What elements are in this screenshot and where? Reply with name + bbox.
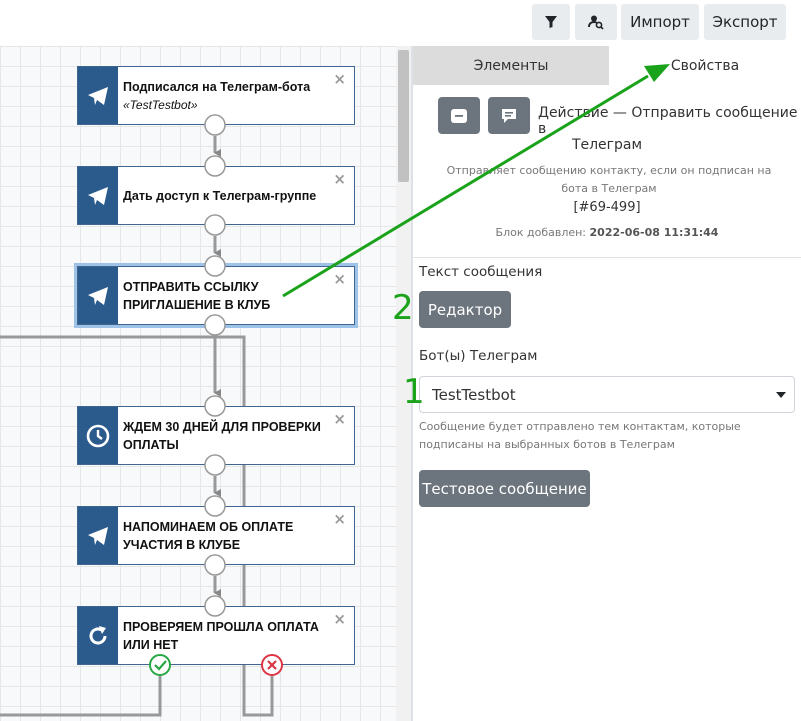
fail-port-icon[interactable] <box>261 654 283 676</box>
input-port[interactable] <box>204 495 226 517</box>
block-added: Блок добавлен: 2022-06-08 11:31:44 <box>413 226 801 239</box>
node-close-button[interactable]: × <box>333 510 346 528</box>
input-port[interactable] <box>204 395 226 417</box>
annotation-marker-1: 1 <box>403 372 425 412</box>
action-title-line2: Телеграм <box>571 137 643 153</box>
user-search-icon <box>588 15 604 30</box>
node-title: Подписался на Телеграм-бота <box>123 79 311 94</box>
tab-elements[interactable]: Элементы <box>413 46 609 85</box>
user-search-button[interactable] <box>575 4 617 40</box>
node-close-button[interactable]: × <box>333 410 346 428</box>
bots-label: Бот(ы) Телеграм <box>419 348 538 364</box>
panel-separator <box>413 257 801 258</box>
node-title: ПРОВЕРЯЕМ ПРОШЛА ОПЛАТА ИЛИ НЕТ <box>123 619 319 652</box>
output-port[interactable] <box>204 454 226 476</box>
refresh-icon <box>89 625 107 644</box>
node-title: НАПОМИНАЕМ ОБ ОПЛАТЕ УЧАСТИЯ В КЛУБЕ <box>123 519 294 552</box>
message-text-label: Текст сообщения <box>419 264 543 280</box>
panel-divider <box>411 46 413 721</box>
block-added-label: Блок добавлен: <box>495 226 587 239</box>
telegram-icon <box>88 186 108 205</box>
block-added-date: 2022-06-08 11:31:44 <box>589 226 719 239</box>
clock-icon <box>86 424 110 447</box>
caret-down-icon <box>776 392 786 398</box>
bots-hint: Сообщение будет отправлено тем контактам… <box>419 420 741 451</box>
comment-icon <box>502 108 516 123</box>
output-port[interactable] <box>204 114 226 136</box>
filter-icon <box>545 16 557 28</box>
telegram-icon <box>88 286 108 305</box>
canvas-scrollbar-thumb[interactable] <box>398 50 409 182</box>
message-type-button[interactable] <box>438 97 480 134</box>
success-port-icon[interactable] <box>149 654 171 676</box>
message-icon <box>451 108 467 123</box>
input-port[interactable] <box>204 595 226 617</box>
top-toolbar: Импорт Экспорт <box>0 0 801 47</box>
filter-button[interactable] <box>532 4 570 40</box>
tab-properties[interactable]: Свойства <box>609 46 801 85</box>
bot-select[interactable]: TestTestbot <box>419 376 795 413</box>
export-button[interactable]: Экспорт <box>704 4 786 40</box>
comment-type-button[interactable] <box>488 97 530 134</box>
telegram-icon <box>88 86 108 105</box>
annotation-marker-2: 2 <box>392 288 414 328</box>
import-button[interactable]: Импорт <box>621 4 699 40</box>
test-message-button[interactable]: Тестовое сообщение <box>419 470 590 507</box>
block-id: [#69-499] <box>573 200 641 215</box>
node-subtitle: «TestTestbot» <box>123 97 198 112</box>
flow-ports <box>149 114 283 676</box>
editor-button[interactable]: Редактор <box>419 291 511 328</box>
node-title: ОТПРАВИТЬ ССЫЛКУ ПРИГЛАШЕНИЕ В КЛУБ <box>123 279 271 312</box>
output-port[interactable] <box>204 214 226 236</box>
node-title: Дать доступ к Телеграм-группе <box>123 188 317 203</box>
telegram-icon <box>88 526 108 545</box>
bot-select-value: TestTestbot <box>432 386 516 404</box>
input-port[interactable] <box>204 155 226 177</box>
action-title-line1: Действие — Отправить сообщение в <box>538 105 798 137</box>
input-port[interactable] <box>204 255 226 277</box>
output-port[interactable] <box>204 314 226 336</box>
flow-connectors <box>0 136 274 717</box>
output-port[interactable] <box>204 554 226 576</box>
node-title: ЖДЕМ 30 ДНЕЙ ДЛЯ ПРОВЕРКИ ОПЛАТЫ <box>123 419 321 452</box>
action-description: Отправляет сообщению контакту, если он п… <box>446 164 772 195</box>
node-close-button[interactable]: × <box>333 610 346 628</box>
